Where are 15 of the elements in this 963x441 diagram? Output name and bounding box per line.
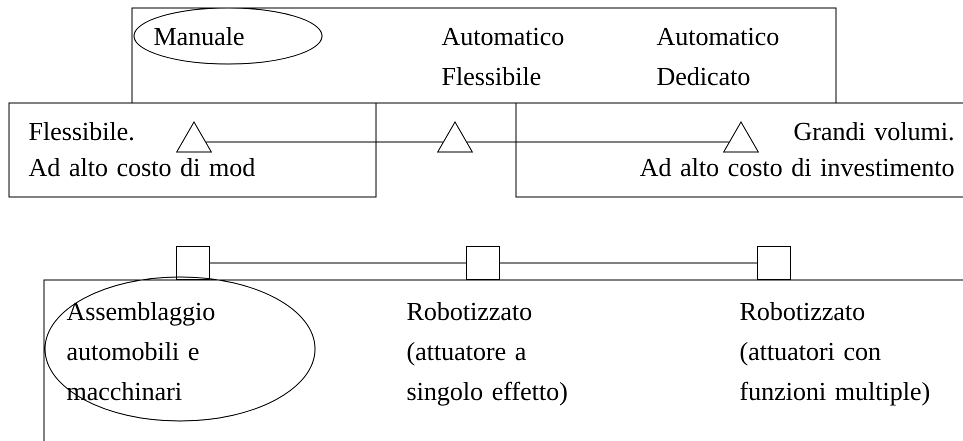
connector-line xyxy=(210,262,466,264)
square xyxy=(176,246,210,280)
label-text: Robotizzato (attuatore a singolo effetto) xyxy=(407,302,567,406)
square xyxy=(466,246,500,280)
label-text: Manuale xyxy=(154,26,244,46)
label-text: Ad alto costo di mod xyxy=(28,158,255,176)
label-text: Automatico Dedicato xyxy=(656,28,778,86)
label-text: Automatico Flessibile xyxy=(442,28,564,86)
connector-line xyxy=(500,262,758,264)
label-text: Ad alto costo di investimento xyxy=(640,158,954,176)
label-text: Robotizzato (attuatori con funzioni multiple) xyxy=(740,302,929,406)
label-text: Assemblaggio automobili e macchinari xyxy=(66,302,214,400)
square xyxy=(757,246,791,280)
label-text: Grandi volumi. xyxy=(794,122,953,140)
label-text: Flessibile. xyxy=(29,122,133,140)
